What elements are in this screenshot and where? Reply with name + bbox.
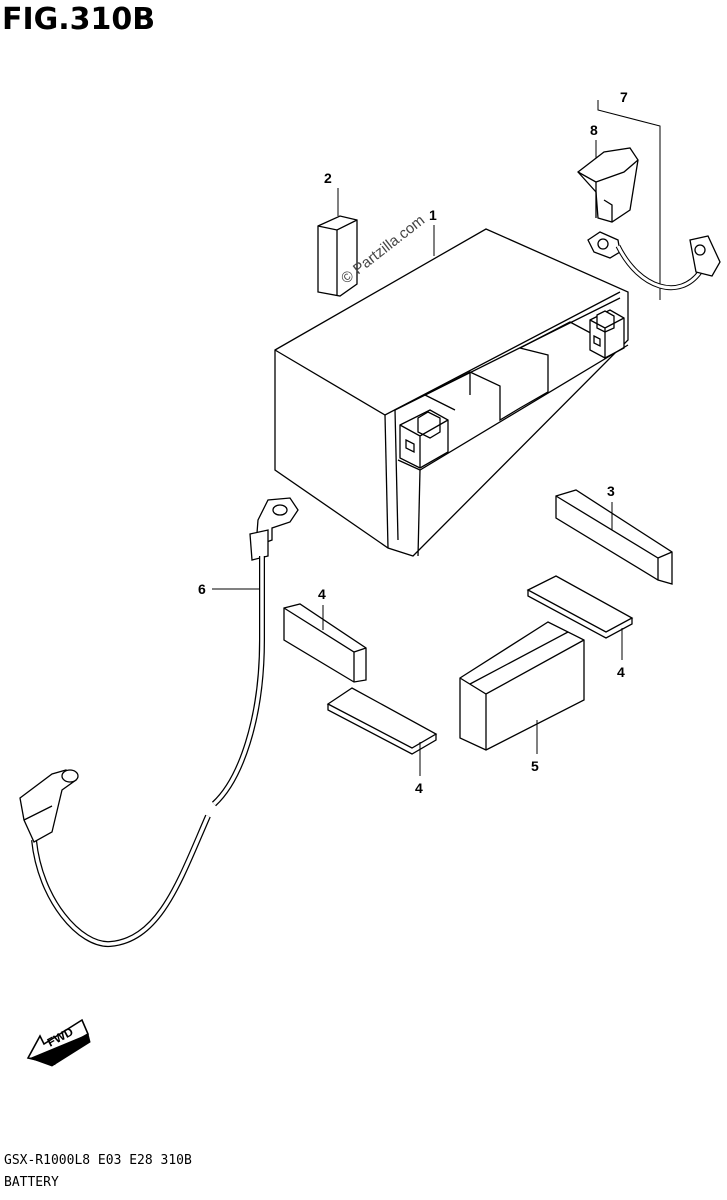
part-4-pad-right[interactable] bbox=[526, 575, 634, 639]
part-8-terminal-cover[interactable] bbox=[577, 147, 639, 223]
figure-title: FIG.310B bbox=[2, 2, 156, 37]
callout-5: 5 bbox=[531, 758, 539, 774]
callout-4-left: 4 bbox=[318, 586, 326, 602]
fwd-arrow: FWD bbox=[26, 1018, 91, 1067]
part-5-case[interactable] bbox=[459, 621, 585, 751]
callout-4-right: 4 bbox=[617, 664, 625, 680]
footer-code: GSX-R1000L8 E03 E28 310B bbox=[4, 1153, 192, 1168]
callout-4-bottom: 4 bbox=[415, 780, 423, 796]
footer-name: BATTERY bbox=[4, 1175, 59, 1190]
part-2-pad[interactable] bbox=[317, 215, 358, 297]
part-1-battery[interactable] bbox=[274, 228, 629, 557]
part-4-pad-left[interactable] bbox=[283, 603, 367, 683]
part-7-positive-cable[interactable] bbox=[587, 100, 721, 300]
callout-6: 6 bbox=[198, 581, 206, 597]
part-6-negative-cable[interactable] bbox=[19, 497, 299, 948]
callout-7: 7 bbox=[620, 89, 628, 105]
part-3-pad[interactable] bbox=[555, 489, 673, 585]
leader-lines bbox=[212, 140, 623, 776]
callout-8: 8 bbox=[590, 122, 598, 138]
part-4-pad-bottom[interactable] bbox=[326, 687, 438, 755]
callout-3: 3 bbox=[607, 483, 615, 499]
callout-2: 2 bbox=[324, 170, 332, 186]
callout-1: 1 bbox=[429, 207, 437, 223]
